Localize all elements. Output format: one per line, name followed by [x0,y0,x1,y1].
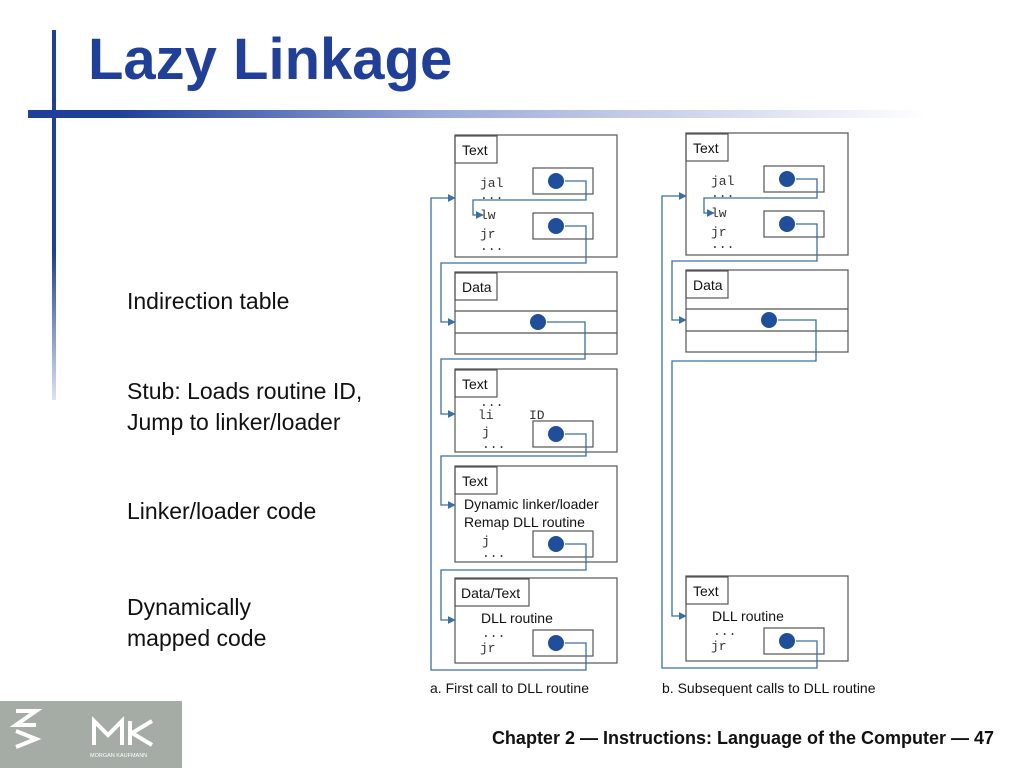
a-ptr-box-lw [532,212,594,240]
a-tab-1-label: Text [462,142,488,158]
a-dot-data [530,314,546,330]
b-code-dots-2: ... [711,237,734,252]
b-ptr-box-dll [763,627,825,655]
b-ptr-box-jal [763,165,825,193]
b-arrow-jal-to-lw [703,178,818,217]
b-dll-routine-label: DLL routine [712,608,784,624]
lazy-linkage-diagram: Text Data Text Text Data/Text Dynamic li… [430,132,876,696]
a-tab-2 [454,272,498,301]
label-stub: Stub: Loads routine ID, Jump to linker/l… [127,378,363,435]
slide-footer: Chapter 2 — Instructions: Language of th… [491,728,994,748]
b-tab-1 [685,133,729,162]
a-linker-j: j [482,534,490,549]
a-tab-3-label: Text [462,376,488,392]
b-dot-dll [779,633,795,649]
b-data-box [685,269,849,353]
a-tab-3 [454,369,498,398]
title-accent-vertical [52,30,56,400]
a-code-jal: jal [480,176,504,191]
b-dll-dots: ... [713,624,736,639]
label-indirection-table: Indirection table [127,288,290,314]
a-ptr-box-linker [532,530,594,558]
a-dll-routine-label: DLL routine [481,610,553,626]
title-accent-horizontal [28,110,928,118]
a-stub-j: j [482,425,490,440]
a-stub-dots-1: ... [480,395,503,410]
a-data-box [454,271,618,355]
b-arrow-data-to-dll [671,319,817,620]
a-dll-dots: ... [482,626,505,641]
morgan-kaufmann-logo: MORGAN KAUFMANN [9,709,154,759]
b-dot-lw [779,216,795,232]
a-tab-4 [454,466,498,495]
b-tab-2 [685,270,729,299]
label-dynamically-mapped-code: Dynamically mapped code [127,594,267,651]
a-tab-4-label: Text [462,473,488,489]
a-arrow-data-to-stub [440,321,586,418]
b-arrow-dll-return [661,192,818,669]
a-arrow-linker-to-dll [440,543,587,624]
a-arrow-jal-to-lw [472,180,587,219]
a-ptr-box-stub [532,420,594,448]
a-stub-dots-2: ... [482,437,505,452]
a-dll-jr: jr [480,641,496,656]
a-dot-stub [548,426,564,442]
b-tab-2-label: Data [693,277,723,293]
a-code-dots-1: ... [480,188,503,203]
b-tab-3-label: Text [693,583,719,599]
a-code-lw: lw [480,208,496,223]
b-code-dots-1: ... [711,186,734,201]
logo-subtext: MORGAN KAUFMANN [90,753,147,759]
a-stub-li: li [478,408,494,423]
a-linker-line-1: Dynamic linker/loader [464,496,599,512]
label-linker-loader-code: Linker/loader code [127,498,317,524]
a-caption: a. First call to DLL routine [430,680,589,696]
a-linker-line-2: Remap DLL routine [464,514,585,530]
slide-title: Lazy Linkage [88,27,453,92]
a-ptr-box-jal [532,167,594,195]
a-arrow-lw-to-data [440,225,587,326]
a-dot-lw [548,218,564,234]
b-dot-jal [779,171,795,187]
a-linker-box [454,465,618,563]
a-dot-dll [548,635,564,651]
a-arrow-stub-to-linker [440,433,587,509]
b-tab-1-label: Text [693,140,719,156]
a-dot-linker [548,536,564,552]
a-tab-5 [454,578,530,607]
a-arrow-dll-return [430,194,587,671]
a-code-jr: jr [480,227,496,242]
b-code-jr: jr [711,225,727,240]
b-ptr-box-lw [763,210,825,238]
a-tab-1 [454,135,498,164]
b-caption: b. Subsequent calls to DLL routine [662,680,876,696]
b-dot-data [761,312,777,328]
b-arrow-lw-to-data [671,223,818,324]
footer-logo-band: MORGAN KAUFMANN [0,701,182,768]
a-tab-2-label: Data [462,279,492,295]
a-ptr-box-dll [532,629,594,657]
a-code-dots-2: ... [480,239,503,254]
b-code-lw: lw [711,206,727,221]
a-stub-id: ID [529,408,545,423]
b-dll-jr: jr [711,639,727,654]
a-tab-5-label: Data/Text [461,585,520,601]
a-dot-jal [548,173,564,189]
b-code-jal: jal [711,174,735,189]
a-linker-dots: ... [482,546,505,561]
b-tab-3 [685,576,729,605]
